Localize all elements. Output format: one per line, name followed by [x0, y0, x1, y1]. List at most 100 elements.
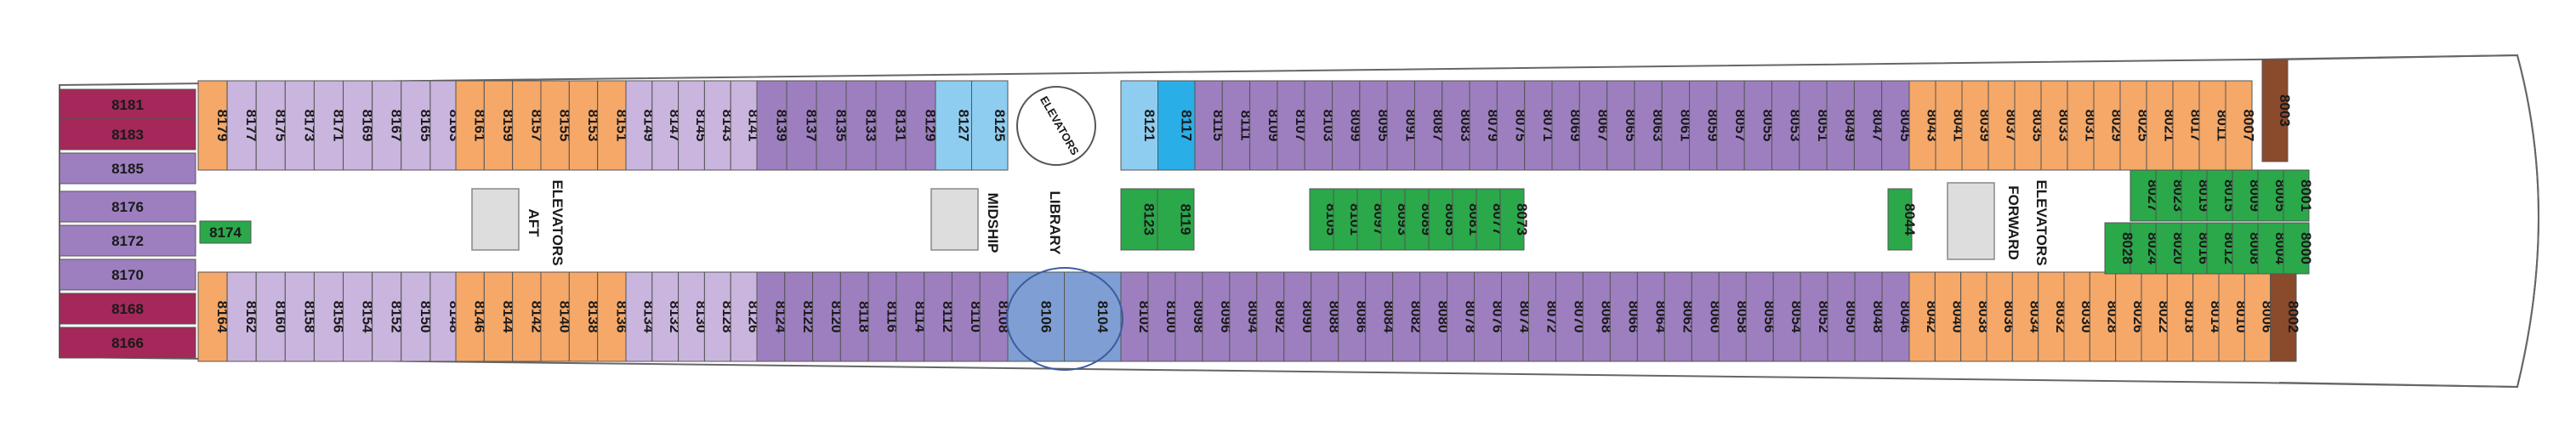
cabin-8167[interactable]: 8167: [372, 80, 405, 171]
cabin-8058[interactable]: 8058: [1718, 271, 1750, 362]
cabin-8170[interactable]: 8170: [59, 258, 196, 291]
cabin-8095[interactable]: 8095: [1359, 80, 1391, 171]
cabin-8102[interactable]: 8102: [1120, 271, 1152, 362]
cabin-8029[interactable]: 8029: [2093, 80, 2125, 171]
cabin-8090[interactable]: 8090: [1283, 271, 1316, 362]
cabin-8033[interactable]: 8033: [2040, 80, 2073, 171]
cabin-8124[interactable]: 8124: [756, 271, 788, 362]
cabin-8060[interactable]: 8060: [1691, 271, 1723, 362]
cabin-8028[interactable]: 8028: [2089, 271, 2121, 362]
cabin-8121[interactable]: 8121: [1120, 80, 1158, 171]
cabin-8044[interactable]: 8044: [1887, 188, 1918, 251]
cabin-8117[interactable]: 8117: [1157, 80, 1196, 171]
cabin-8161[interactable]: 8161: [455, 80, 488, 171]
cabin-8079[interactable]: 8079: [1469, 80, 1501, 171]
cabin-8151[interactable]: 8151: [597, 80, 630, 171]
cabin-8152[interactable]: 8152: [372, 271, 405, 362]
cabin-8070[interactable]: 8070: [1555, 271, 1587, 362]
cabin-8120[interactable]: 8120: [812, 271, 844, 362]
cabin-8119[interactable]: 8119: [1157, 188, 1195, 251]
cabin-8139[interactable]: 8139: [756, 80, 790, 171]
cabin-8160[interactable]: 8160: [255, 271, 288, 362]
cabin-8158[interactable]: 8158: [284, 271, 317, 362]
cabin-8171[interactable]: 8171: [313, 80, 347, 171]
cabin-8046[interactable]: 8046: [1881, 271, 1914, 362]
cabin-8127[interactable]: 8127: [935, 80, 972, 171]
cabin-8140[interactable]: 8140: [540, 271, 573, 362]
cabin-8138[interactable]: 8138: [568, 271, 601, 362]
cabin-8043[interactable]: 8043: [1908, 80, 1941, 171]
cabin-8168[interactable]: 8168: [59, 292, 196, 325]
cabin-8032[interactable]: 8032: [2038, 271, 2069, 362]
cabin-8059[interactable]: 8059: [1689, 80, 1721, 171]
cabin-8052[interactable]: 8052: [1800, 271, 1832, 362]
cabin-8181[interactable]: 8181: [59, 88, 196, 121]
cabin-8104[interactable]: 8104: [1064, 271, 1122, 362]
cabin-8061[interactable]: 8061: [1661, 80, 1693, 171]
cabin-8146[interactable]: 8146: [455, 271, 488, 362]
cabin-8131[interactable]: 8131: [875, 80, 909, 171]
cabin-8067[interactable]: 8067: [1578, 80, 1611, 171]
cabin-8129[interactable]: 8129: [905, 80, 939, 171]
cabin-8162[interactable]: 8162: [226, 271, 259, 362]
cabin-8103[interactable]: 8103: [1304, 80, 1336, 171]
cabin-8111[interactable]: 8111: [1221, 80, 1254, 171]
cabin-8107[interactable]: 8107: [1277, 80, 1309, 171]
cabin-8075[interactable]: 8075: [1496, 80, 1529, 171]
cabin-8106[interactable]: 8106: [1007, 271, 1065, 362]
cabin-8105[interactable]: 8105: [1309, 188, 1339, 251]
cabin-8123[interactable]: 8123: [1120, 188, 1158, 251]
cabin-8141[interactable]: 8141: [730, 80, 762, 171]
cabin-8057[interactable]: 8057: [1716, 80, 1749, 171]
cabin-8049[interactable]: 8049: [1826, 80, 1858, 171]
cabin-8133[interactable]: 8133: [845, 80, 879, 171]
cabin-8173[interactable]: 8173: [284, 80, 317, 171]
cabin-8051[interactable]: 8051: [1799, 80, 1831, 171]
cabin-8094[interactable]: 8094: [1229, 271, 1261, 362]
cabin-8118[interactable]: 8118: [839, 271, 873, 362]
cabin-8037[interactable]: 8037: [1987, 80, 2020, 171]
cabin-8062[interactable]: 8062: [1663, 271, 1696, 362]
cabin-8078[interactable]: 8078: [1447, 271, 1479, 362]
cabin-8172[interactable]: 8172: [59, 224, 196, 257]
cabin-8069[interactable]: 8069: [1551, 80, 1584, 171]
cabin-8045[interactable]: 8045: [1881, 80, 1914, 171]
cabin-8091[interactable]: 8091: [1386, 80, 1419, 171]
cabin-8185[interactable]: 8185: [59, 152, 196, 185]
cabin-8030[interactable]: 8030: [2063, 271, 2095, 362]
cabin-8115[interactable]: 8115: [1194, 80, 1226, 171]
cabin-8054[interactable]: 8054: [1772, 271, 1805, 362]
cabin-8125[interactable]: 8125: [971, 80, 1009, 171]
cabin-8028[interactable]: 8028: [2104, 222, 2135, 275]
cabin-8084[interactable]: 8084: [1365, 271, 1397, 362]
cabin-8065[interactable]: 8065: [1606, 80, 1639, 171]
cabin-8174[interactable]: 8174: [199, 220, 252, 244]
cabin-8093[interactable]: 8093: [1380, 188, 1411, 251]
cabin-8159[interactable]: 8159: [483, 80, 516, 171]
cabin-8071[interactable]: 8071: [1524, 80, 1556, 171]
cabin-8156[interactable]: 8156: [313, 271, 347, 362]
cabin-8009[interactable]: 8009: [2232, 169, 2263, 222]
cabin-8100[interactable]: 8100: [1147, 271, 1180, 362]
cabin-8144[interactable]: 8144: [483, 271, 516, 362]
cabin-8154[interactable]: 8154: [343, 271, 376, 362]
cabin-8053[interactable]: 8053: [1771, 80, 1804, 171]
cabin-8024[interactable]: 8024: [2130, 222, 2161, 275]
cabin-8001[interactable]: 8001: [2283, 169, 2314, 222]
cabin-8169[interactable]: 8169: [343, 80, 376, 171]
cabin-8177[interactable]: 8177: [226, 80, 259, 171]
cabin-8165[interactable]: 8165: [401, 80, 434, 171]
cabin-8137[interactable]: 8137: [786, 80, 820, 171]
cabin-8083[interactable]: 8083: [1442, 80, 1474, 171]
cabin-8155[interactable]: 8155: [540, 80, 573, 171]
cabin-8179[interactable]: 8179: [197, 80, 230, 171]
cabin-8056[interactable]: 8056: [1745, 271, 1777, 362]
cabin-8164[interactable]: 8164: [197, 271, 230, 362]
cabin-8089[interactable]: 8089: [1404, 188, 1435, 251]
cabin-8000[interactable]: 8000: [2283, 222, 2314, 275]
cabin-8086[interactable]: 8086: [1338, 271, 1370, 362]
cabin-8047[interactable]: 8047: [1853, 80, 1886, 171]
cabin-8114[interactable]: 8114: [896, 271, 928, 362]
cabin-8076[interactable]: 8076: [1474, 271, 1506, 362]
cabin-8025[interactable]: 8025: [2119, 80, 2152, 171]
